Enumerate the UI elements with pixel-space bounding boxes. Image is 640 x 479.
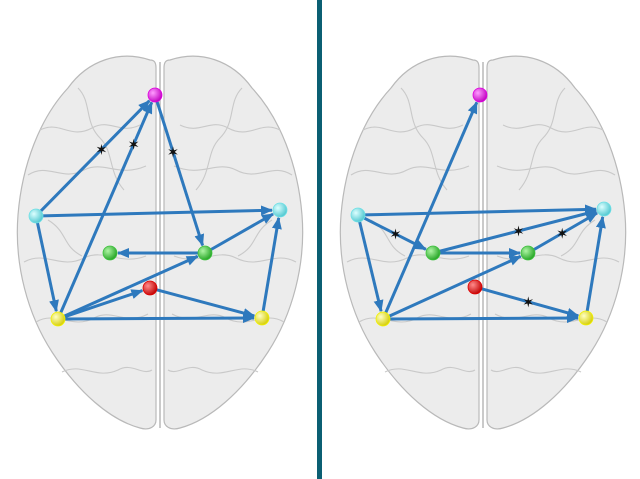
node-green-g1 [103,246,117,260]
node-green-g2 [198,246,212,260]
panel-divider [317,0,322,479]
node-cyan-c2 [597,202,611,216]
node-green-g1 [426,246,440,260]
node-magenta-m [148,88,162,102]
brain-right-hemisphere [164,56,303,429]
brain-right-hemisphere [487,56,626,429]
node-red-r [468,280,482,294]
left-panel [17,56,302,429]
node-green-g2 [521,246,535,260]
node-red-r [143,281,157,295]
node-yellow-y1 [51,312,65,326]
node-yellow-y2 [255,311,269,325]
node-cyan-c2 [273,203,287,217]
node-magenta-m [473,88,487,102]
edge-y1-y2 [389,318,578,319]
node-yellow-y1 [376,312,390,326]
right-panel [340,56,625,429]
edge-y1-y2 [64,318,254,319]
node-cyan-c1 [29,209,43,223]
brain-left-hemisphere [17,56,156,429]
node-yellow-y2 [579,311,593,325]
node-cyan-c1 [351,208,365,222]
